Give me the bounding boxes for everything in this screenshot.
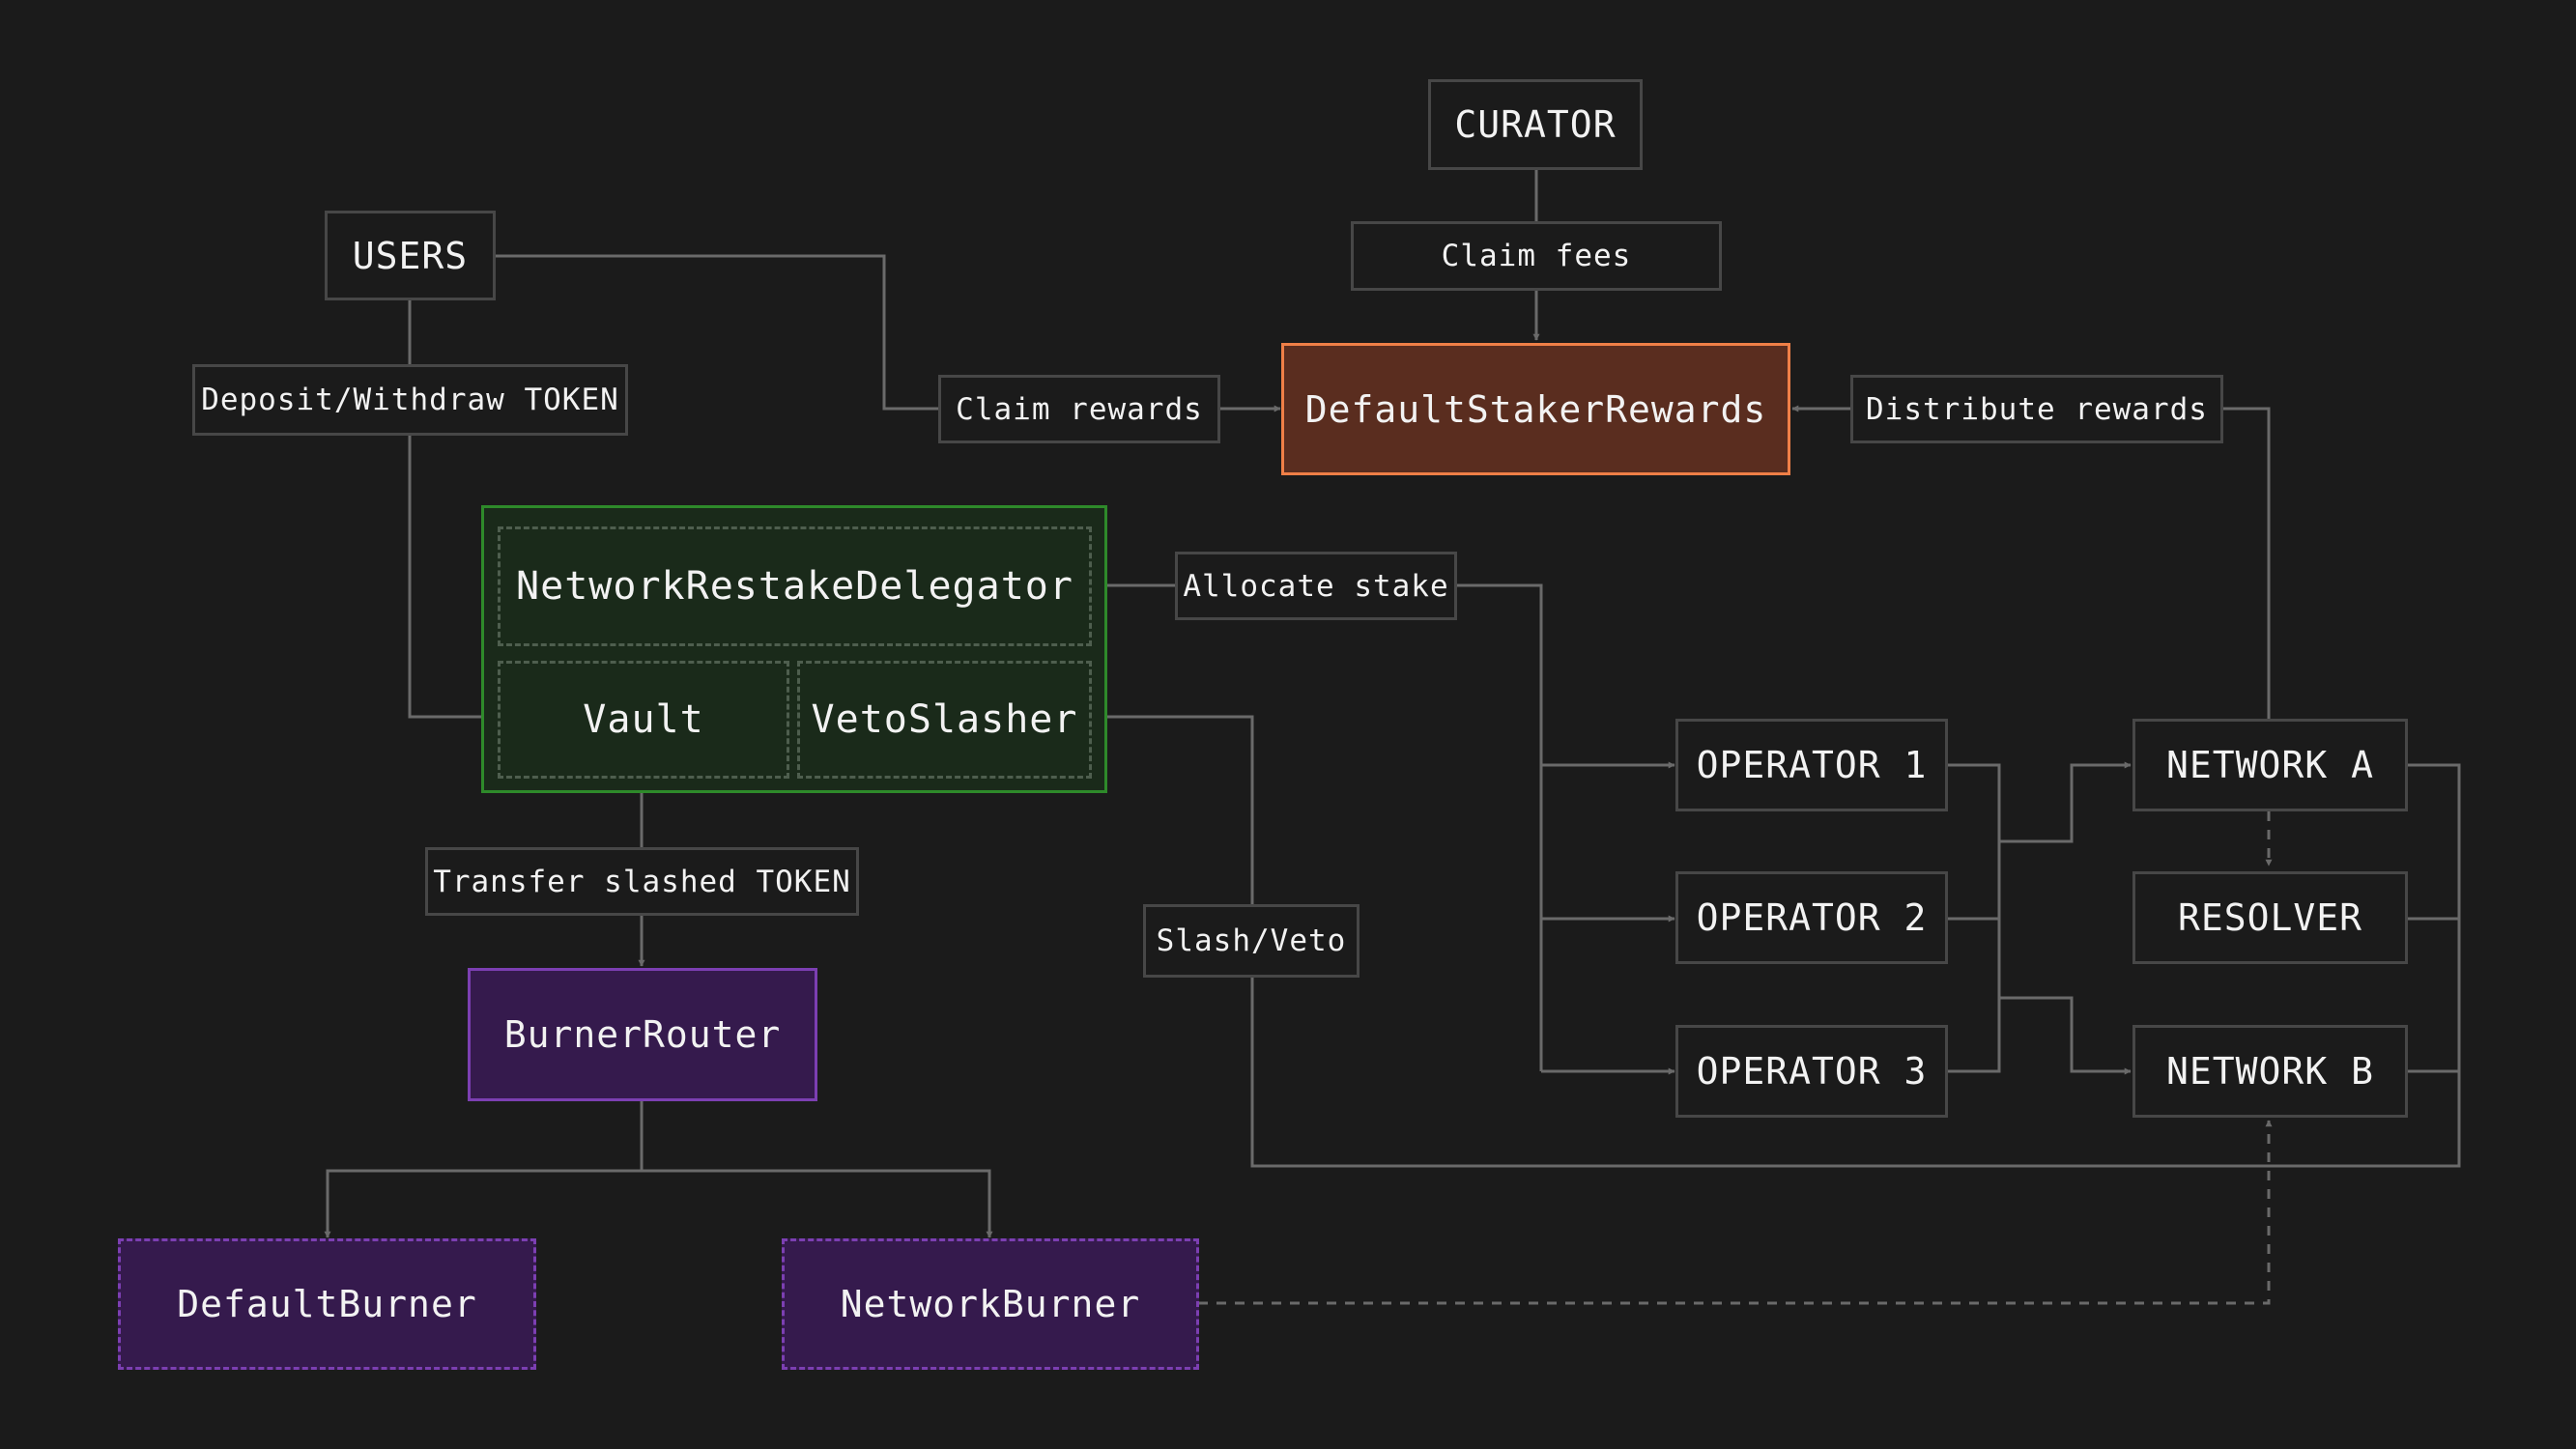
veto-slasher-node: VetoSlasher: [797, 661, 1092, 779]
network-a-to-slash-connector: [1250, 763, 2461, 1168]
operator-3-node: OPERATOR 3: [1675, 1025, 1948, 1118]
network-burner-node: NetworkBurner: [782, 1238, 1199, 1370]
vault-node: Vault: [498, 661, 789, 779]
claim-rewards-label: Claim rewards: [938, 375, 1220, 443]
slash-to-vetoslasher-arrow: [1091, 713, 1254, 905]
transfer-slashed-token-label: Transfer slashed TOKEN: [425, 847, 859, 916]
operator-2-node: OPERATOR 2: [1675, 871, 1948, 964]
vault-module-group: NetworkRestakeDelegator Vault VetoSlashe…: [481, 505, 1107, 793]
curator-node: CURATOR: [1428, 79, 1643, 170]
default-staker-rewards-node: DefaultStakerRewards: [1281, 343, 1790, 475]
deposit-to-vault-arrow: [408, 435, 497, 721]
distribute-rewards-label: Distribute rewards: [1850, 375, 2223, 443]
deposit-withdraw-label: Deposit/Withdraw TOKEN: [192, 364, 628, 436]
resolver-node: RESOLVER: [2132, 871, 2408, 964]
claim-fees-label: Claim fees: [1351, 221, 1722, 291]
network-restake-delegator-node: NetworkRestakeDelegator: [498, 526, 1092, 646]
operators-to-network-b-arrow: [1999, 996, 2132, 1075]
router-to-default-burner-arrow: [324, 1169, 642, 1238]
burner-router-node: BurnerRouter: [468, 968, 817, 1101]
network-b-node: NETWORK B: [2132, 1025, 2408, 1118]
users-node: USERS: [325, 211, 496, 300]
network-burner-to-network-b-arrow: [1198, 1120, 2273, 1305]
slash-veto-label: Slash/Veto: [1143, 904, 1360, 978]
operator-1-node: OPERATOR 1: [1675, 719, 1948, 811]
operators-to-network-a-arrow: [1999, 761, 2132, 843]
allocate-to-operators-connector: [1456, 583, 1543, 1071]
network-a-node: NETWORK A: [2132, 719, 2408, 811]
router-to-network-burner-arrow: [642, 1169, 993, 1238]
allocate-stake-label: Allocate stake: [1175, 552, 1457, 620]
network-a-to-distribute-connector: [2222, 407, 2271, 720]
users-to-claim-rewards-connector: [495, 254, 939, 411]
default-burner-node: DefaultBurner: [118, 1238, 536, 1370]
